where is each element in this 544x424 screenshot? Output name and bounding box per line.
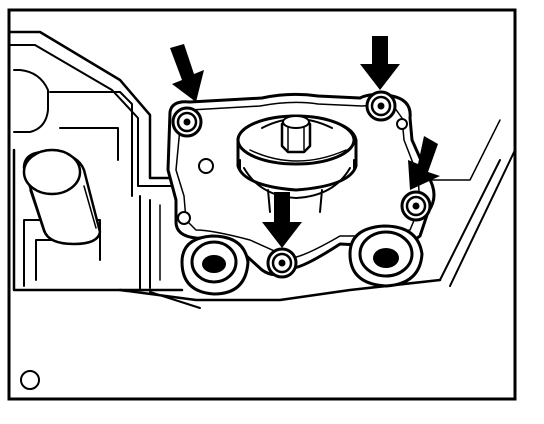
housing-casting [8, 30, 516, 309]
lower-boss-left [180, 234, 250, 296]
arrow-top-right-bolt [360, 36, 400, 90]
cylindrical-plug [22, 148, 102, 246]
bolt-top-right [365, 90, 397, 122]
bolt-right [400, 190, 432, 222]
bolt-top-left [171, 106, 203, 138]
central-dome [236, 114, 358, 213]
corner-mark-circle [20, 370, 40, 390]
arrow-bottom-bolt [262, 192, 302, 248]
lower-boss-right [348, 224, 424, 288]
arrow-top-left-bolt [170, 44, 204, 102]
bolt-bottom [266, 247, 298, 279]
arrow-right-bolt [408, 136, 440, 190]
